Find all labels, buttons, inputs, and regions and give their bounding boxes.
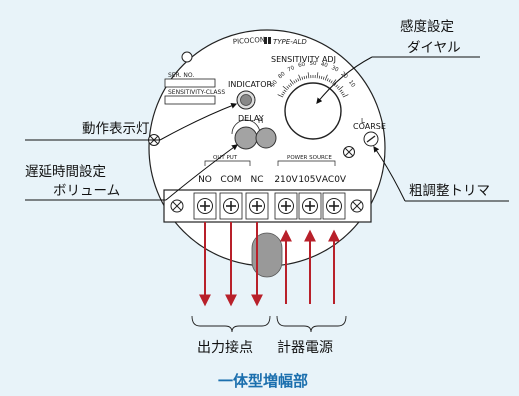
terminal-label: AC0V bbox=[322, 175, 347, 185]
terminal-label: 210V bbox=[274, 175, 298, 185]
sensitivity-class-box bbox=[164, 95, 216, 105]
power-arrows bbox=[280, 229, 340, 304]
dial-tick bbox=[341, 93, 345, 96]
power-bracket bbox=[277, 160, 336, 166]
output-contacts-caption: 出力接点 bbox=[197, 339, 253, 356]
coarse-label: COARSE bbox=[353, 122, 386, 131]
terminal-screw bbox=[219, 192, 243, 220]
dial-tick bbox=[320, 76, 323, 80]
dial-scale-label: 40 bbox=[320, 62, 329, 70]
dial-tick bbox=[297, 78, 300, 82]
dial-tick bbox=[289, 79, 294, 85]
output-arrows bbox=[199, 222, 263, 307]
dial-tick bbox=[288, 84, 291, 88]
dial-l-label: L bbox=[361, 117, 365, 125]
brand-text: PICOCON bbox=[233, 36, 266, 46]
dial-tick bbox=[289, 83, 293, 86]
instrument-power-brace bbox=[276, 315, 347, 333]
terminal-screw bbox=[298, 192, 322, 220]
diagram-title: 一体型増幅部 bbox=[218, 372, 308, 390]
dial-scale-label: 70 bbox=[287, 65, 296, 74]
callout-arrow-coarse bbox=[373, 146, 406, 202]
brand-mark-icon bbox=[264, 37, 271, 44]
indicator-label: INDICATOR bbox=[228, 80, 272, 89]
dial-scale-label: 50 bbox=[310, 61, 317, 67]
dial-tick bbox=[338, 85, 344, 91]
sensitivity-class-label: SENSITIVITY-CLASS bbox=[168, 89, 225, 96]
dial-tick bbox=[316, 72, 319, 79]
dial-tick bbox=[301, 76, 304, 80]
dial-tick bbox=[318, 75, 321, 79]
dial-tick bbox=[324, 74, 328, 81]
mounting-hole-top-left bbox=[181, 51, 193, 63]
output-contacts-brace bbox=[191, 315, 271, 333]
delay-label: DELAY bbox=[238, 114, 264, 123]
dial-tick bbox=[330, 80, 333, 84]
dial-tick bbox=[332, 79, 337, 85]
sensitivity-adj-label: SENSITIVITY ADJ bbox=[271, 55, 336, 64]
dial-tick bbox=[277, 94, 284, 98]
dial-tick bbox=[298, 74, 302, 81]
dial-tick bbox=[322, 76, 325, 80]
dial-tick bbox=[282, 85, 288, 91]
dial-tick bbox=[303, 76, 306, 80]
terminal-screw bbox=[245, 192, 269, 220]
terminal-label: NC bbox=[250, 175, 263, 185]
dial-tick bbox=[340, 91, 344, 94]
terminal-screw bbox=[274, 192, 298, 220]
dial-scale-label: 10 bbox=[347, 79, 356, 89]
dial-tick bbox=[333, 83, 337, 86]
dial-scale-label: 90 bbox=[270, 79, 279, 89]
dial-tick bbox=[328, 79, 331, 83]
dial-tick bbox=[342, 94, 349, 98]
terminal-label: NO bbox=[198, 175, 212, 185]
dial-tick bbox=[339, 89, 343, 92]
callout-sensitivity-dial-line1: 感度設定 bbox=[400, 18, 454, 35]
dial-tick bbox=[326, 78, 329, 82]
dial-tick bbox=[336, 86, 340, 89]
dial-tick bbox=[335, 84, 338, 88]
ser-no-box bbox=[164, 78, 216, 88]
terminal-screws bbox=[193, 192, 346, 220]
output-bracket bbox=[204, 160, 251, 166]
screw-icon bbox=[170, 199, 184, 213]
secondary-knob bbox=[255, 127, 277, 149]
output-label: OUT PUT bbox=[213, 155, 238, 161]
dial-tick bbox=[286, 86, 290, 89]
terminal-screw bbox=[193, 192, 217, 220]
screw-icon bbox=[350, 199, 364, 213]
callout-indicator-lamp: 動作表示灯 bbox=[82, 121, 150, 137]
ser-no-label: SER. NO. bbox=[168, 72, 194, 79]
callout-arrow-delay bbox=[165, 144, 238, 201]
dial-h-label: H bbox=[258, 117, 263, 125]
dial-tick bbox=[283, 89, 287, 92]
dial-scale-label: 30 bbox=[330, 65, 339, 74]
indicator-lamp bbox=[236, 90, 256, 110]
terminal-label: 105V bbox=[298, 175, 322, 185]
callout-coarse-trimmer: 粗調整トリマ bbox=[409, 183, 490, 199]
dial-tick bbox=[305, 75, 308, 79]
callout-delay-volume-line2: ボリューム bbox=[53, 183, 120, 199]
screw-icon bbox=[343, 146, 355, 158]
type-text: TYPE-ALD bbox=[273, 38, 307, 46]
dial-tick bbox=[295, 79, 298, 83]
instrument-power-caption: 計器電源 bbox=[277, 340, 333, 356]
callout-arrow-dial bbox=[316, 56, 373, 104]
dial-tick bbox=[281, 93, 285, 96]
callout-arrow-indicator bbox=[159, 102, 238, 141]
dial-tick bbox=[293, 80, 296, 84]
terminal-label: COM bbox=[220, 175, 241, 185]
power-source-label: POWER SOURCE bbox=[287, 155, 332, 161]
coarse-trimmer[interactable] bbox=[363, 131, 379, 147]
terminal-screw bbox=[322, 192, 346, 220]
dial-tick bbox=[282, 91, 286, 94]
dial-tick bbox=[307, 72, 310, 79]
callout-delay-volume-line1: 遅延時間設定 bbox=[25, 164, 106, 180]
sensitivity-dial[interactable] bbox=[284, 82, 342, 140]
dial-scale-label: 80 bbox=[277, 71, 287, 80]
dial-scale-label: 60 bbox=[298, 61, 307, 69]
callout-sensitivity-dial-line2: ダイヤル bbox=[407, 40, 461, 56]
